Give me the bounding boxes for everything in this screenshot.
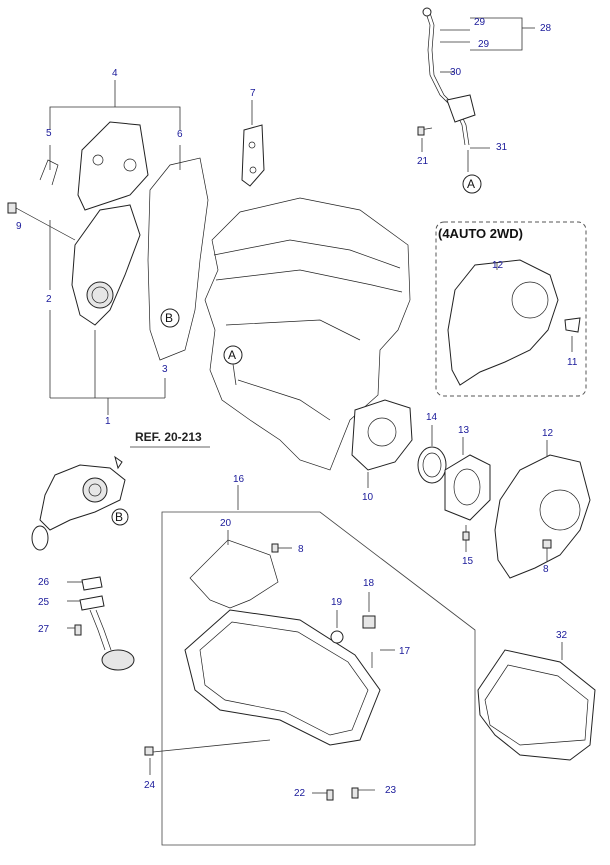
part-number-3: 3 — [162, 364, 168, 375]
part-number-10: 10 — [362, 492, 374, 503]
part-number-26: 26 — [38, 577, 50, 588]
part-number-28: 28 — [540, 23, 552, 34]
auto-2wd-variant-box — [435, 221, 587, 397]
dipstick-group — [417, 7, 535, 194]
variant-box-title: (4AUTO 2WD) — [438, 226, 523, 241]
upper-timing-cover — [77, 121, 149, 211]
callout-a-engine: A — [223, 345, 243, 386]
part-number-25: 25 — [38, 597, 50, 608]
part-number-19: 19 — [331, 597, 343, 608]
part-number-9: 9 — [16, 221, 22, 232]
callout-letter-b: B — [165, 311, 173, 325]
part-number-2: 2 — [46, 294, 52, 305]
part-number-11: 11 — [567, 357, 578, 368]
part-number-23: 23 — [385, 785, 397, 796]
part-number-20: 20 — [220, 518, 232, 529]
callout-a-dipstick: A — [467, 177, 475, 191]
gasket-upper — [39, 159, 59, 186]
lower-pan-32 — [477, 642, 596, 761]
part-number-14: 14 — [426, 412, 438, 423]
part-number-31: 31 — [496, 142, 508, 153]
part-number-1: 1 — [105, 416, 111, 427]
part-number-21: 21 — [417, 156, 429, 167]
callout-letter-b-pump: B — [115, 510, 123, 524]
callout-letter-a: A — [228, 348, 236, 362]
timing-cover-group — [7, 80, 209, 415]
part-number-8: 8 — [298, 544, 304, 555]
part-number-16: 16 — [233, 474, 245, 485]
callout-letter-a-dipstick: A — [467, 177, 475, 191]
oil-pump-group — [31, 446, 210, 551]
reference-label: REF. 20-213 — [135, 430, 202, 444]
part-number-5: 5 — [46, 128, 52, 139]
part-number-13: 13 — [458, 425, 470, 436]
oil-strainer-group — [67, 576, 135, 671]
part-number-29-bottom: 29 — [478, 39, 490, 50]
part-number-7: 7 — [250, 88, 256, 99]
part-number-30: 30 — [450, 67, 462, 78]
part-number-4: 4 — [112, 68, 118, 79]
part-number-12: 12 — [542, 428, 554, 439]
part-number-17: 17 — [399, 646, 411, 657]
oil-pan-group — [144, 485, 476, 846]
part-number-18: 18 — [363, 578, 375, 589]
part-number-24: 24 — [144, 780, 156, 791]
part-number-12-box: 12 — [492, 260, 504, 271]
part-number-29-top: 29 — [474, 17, 486, 28]
bracket-7 — [241, 100, 265, 187]
part-number-27: 27 — [38, 624, 50, 635]
part-number-8-right: 8 — [543, 564, 549, 575]
callout-b-pump: B — [115, 510, 123, 524]
rear-seal-group — [351, 399, 591, 579]
timing-cover-gasket — [147, 157, 209, 361]
callout-b-cover: B — [160, 308, 180, 328]
part-number-32: 32 — [556, 630, 568, 641]
part-number-15: 15 — [462, 556, 474, 567]
engine-block — [204, 197, 411, 471]
part-number-6: 6 — [177, 129, 183, 140]
bolt-9 — [7, 202, 76, 241]
part-number-22: 22 — [294, 788, 306, 799]
